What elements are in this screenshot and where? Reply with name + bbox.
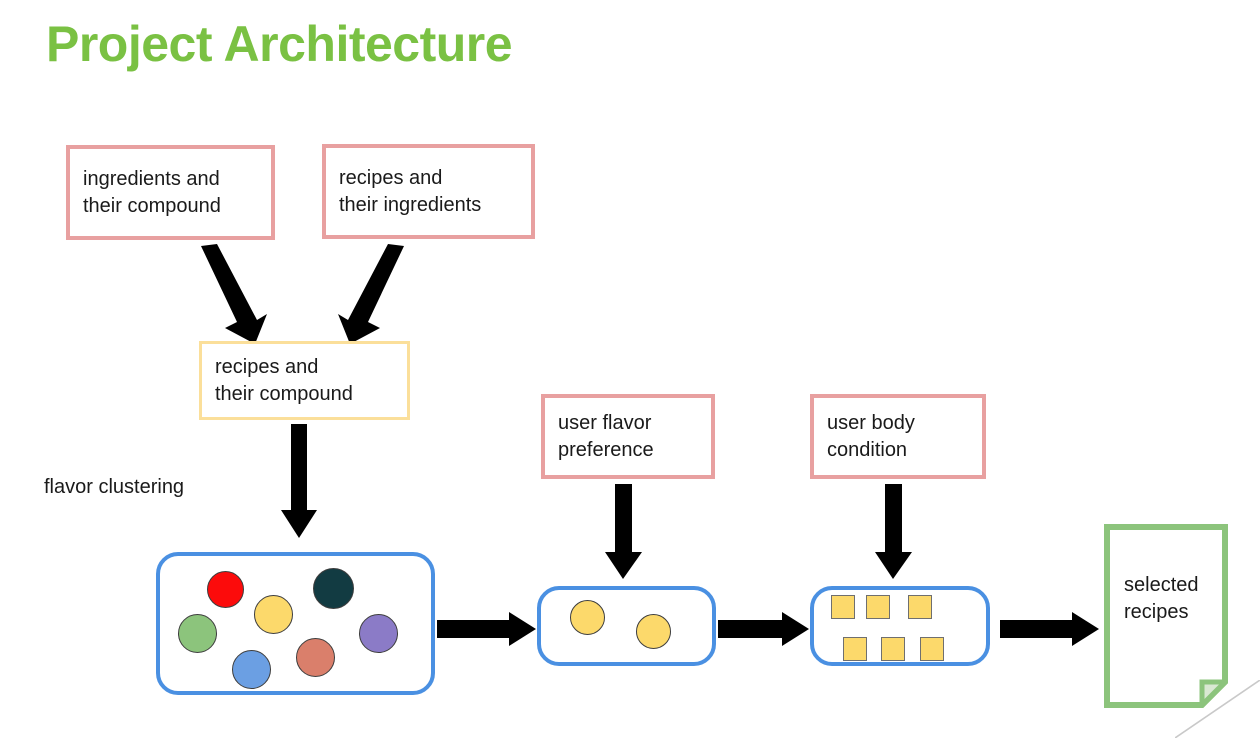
node-label: recipes and their ingredients (339, 166, 482, 216)
dot-yellow (254, 595, 293, 634)
arrow-squares-to-selected-recipes (1000, 612, 1099, 646)
dot-blue (232, 650, 271, 689)
dot-teal (313, 568, 354, 609)
arrow-flavor-pref-to-filtered (605, 484, 642, 579)
arrow-recipes-to-recipes-compound (338, 244, 404, 344)
node-cluster-filtered[interactable] (537, 586, 716, 666)
arrow-ingredients-to-recipes-compound (201, 244, 267, 344)
dot-purple (359, 614, 398, 653)
node-label: selected recipes (1124, 574, 1199, 623)
node-ingredients-and-their-compound[interactable]: ingredients and their compound (66, 145, 275, 240)
node-label: ingredients and their compound (83, 167, 221, 217)
dot-yellow (570, 600, 605, 635)
dot-red (207, 571, 244, 608)
square-yellow (908, 595, 932, 619)
arrow-recipes-compound-to-cluster (281, 424, 317, 538)
page-title: Project Architecture (46, 16, 513, 72)
square-yellow (866, 595, 890, 619)
square-yellow (831, 595, 855, 619)
dot-yellow (636, 614, 671, 649)
node-recipes-and-their-compound[interactable]: recipes and their compound (199, 341, 410, 420)
arrow-filtered-to-squares (718, 612, 809, 646)
node-label: user body condition (827, 411, 915, 461)
node-label: recipes and their compound (215, 355, 353, 405)
square-yellow (881, 637, 905, 661)
dot-salmon (296, 638, 335, 677)
square-yellow (843, 637, 867, 661)
node-user-flavor-preference[interactable]: user flavor preference (541, 394, 715, 479)
arrow-cluster-to-filtered (437, 612, 536, 646)
arrow-body-condition-to-squares (875, 484, 912, 579)
node-recipes-and-their-ingredients[interactable]: recipes and their ingredients (322, 144, 535, 239)
dot-green (178, 614, 217, 653)
node-user-body-condition[interactable]: user body condition (810, 394, 986, 479)
label-flavor-clustering: flavor clustering (44, 476, 185, 498)
node-label: user flavor preference (558, 411, 654, 461)
square-yellow (920, 637, 944, 661)
